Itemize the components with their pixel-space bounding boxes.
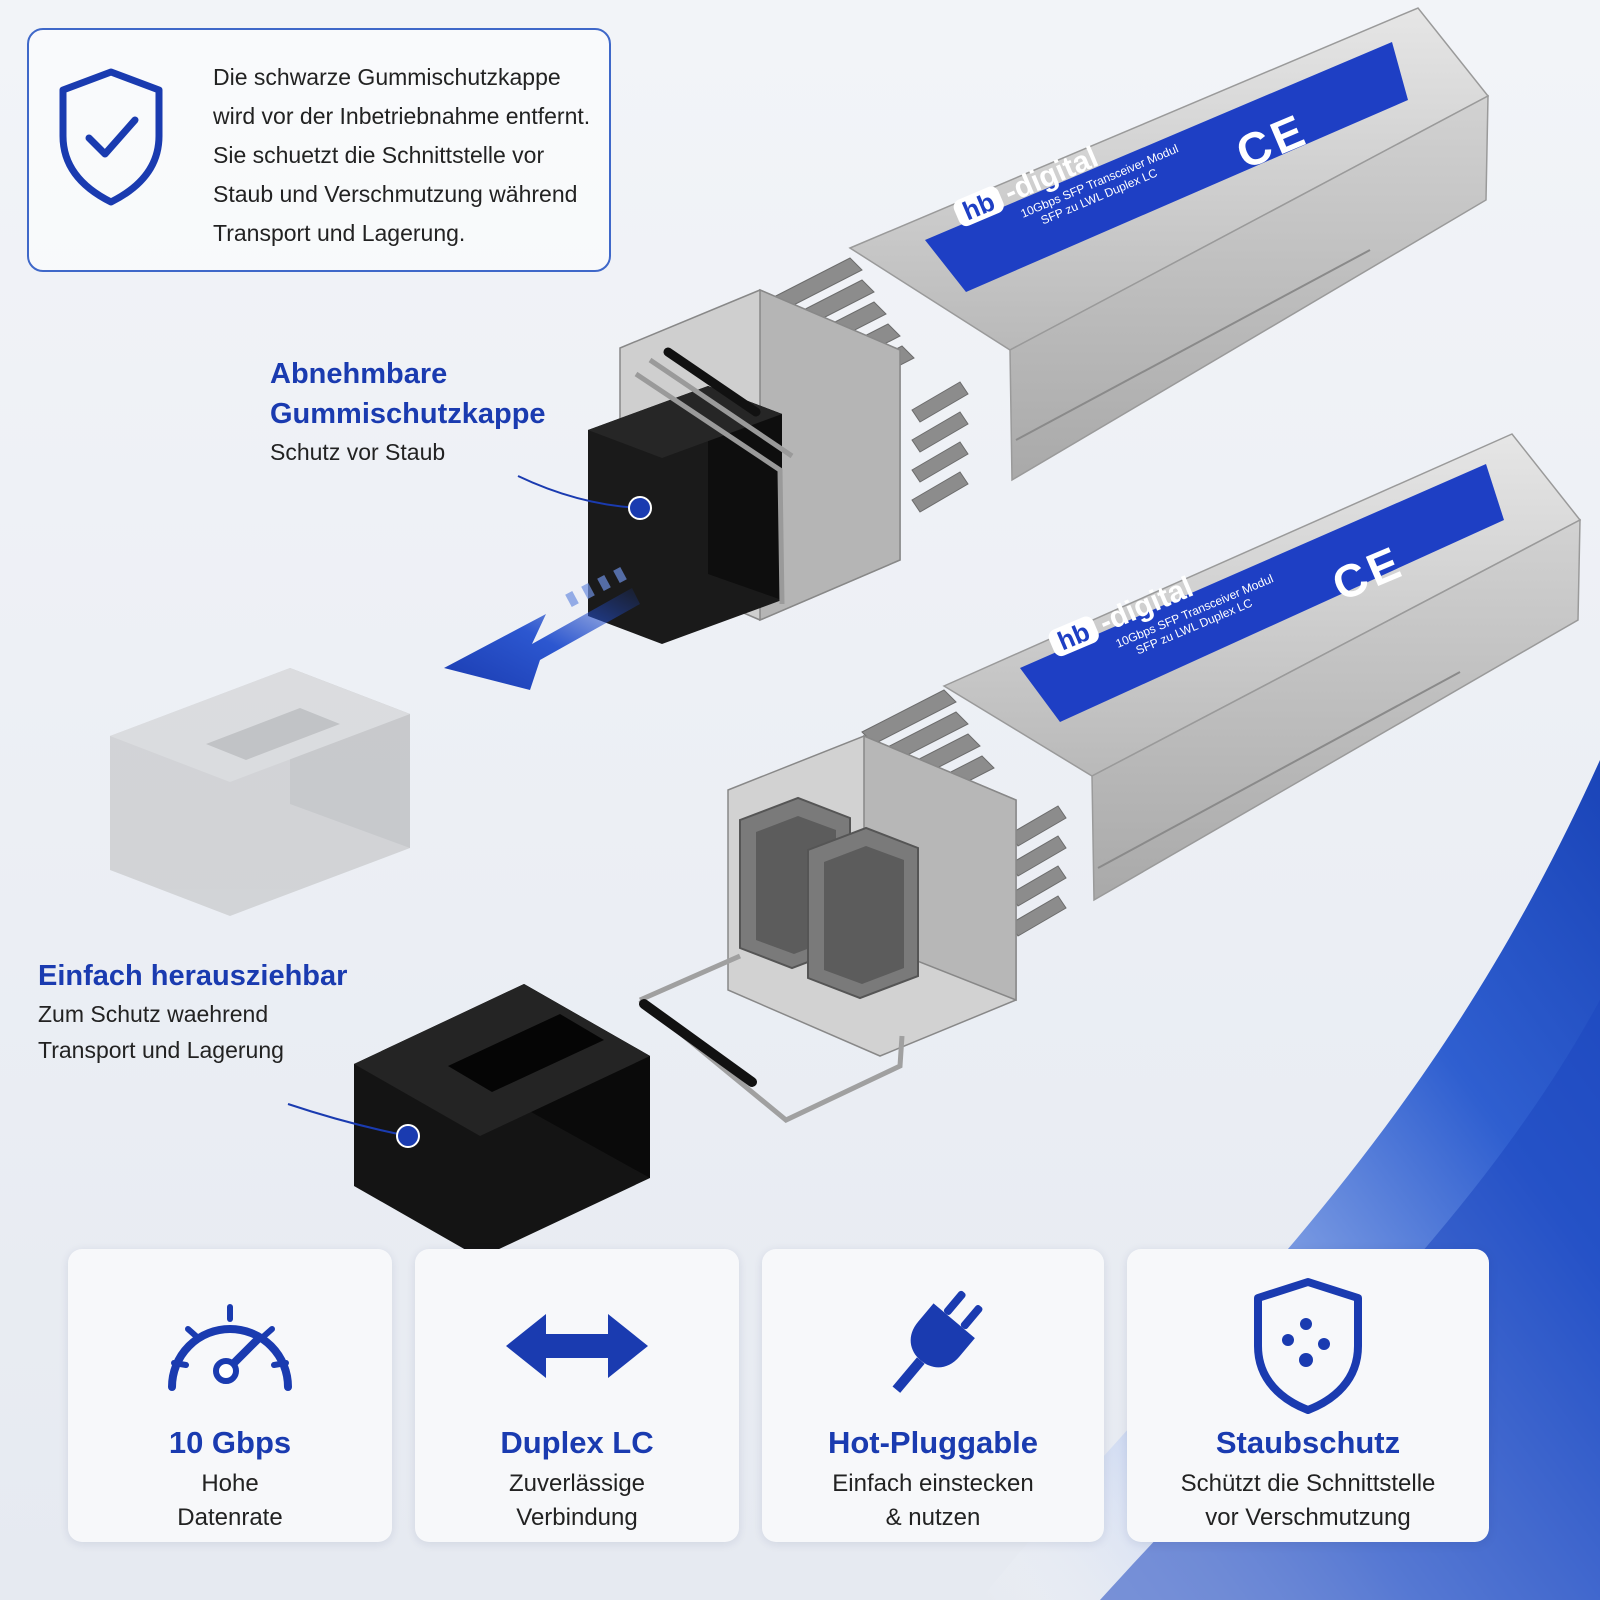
feature-line: Zuverlässige: [508, 1470, 646, 1497]
info-line: wird vor der Inbetriebnahme entfernt.: [213, 103, 591, 129]
feature-line: Schützt die Schnittstelle: [1180, 1470, 1436, 1497]
callout-subtitle: Schutz vor Staub: [270, 439, 446, 465]
callout-easy-pull: Einfach herausziehbar Zum Schutz waehren…: [38, 956, 347, 1068]
info-text: Die schwarze Gummischutzkappe wird vor d…: [213, 58, 605, 253]
callout-title: Abnehmbare: [270, 358, 448, 390]
feature-card-duplex: Duplex LC Zuverlässige Verbindung: [415, 1249, 739, 1542]
info-line: Transport und Lagerung.: [213, 220, 466, 246]
double-arrow-icon: [506, 1314, 648, 1378]
feature-line: Hohe: [201, 1470, 259, 1497]
info-line: Die schwarze Gummischutzkappe: [213, 64, 561, 90]
feature-title: Duplex LC: [500, 1425, 654, 1460]
callout-removable-cap: Abnehmbare Gummischutzkappe Schutz vor S…: [270, 354, 546, 470]
feature-title: Hot-Pluggable: [827, 1425, 1039, 1460]
feature-title: 10 Gbps: [168, 1425, 292, 1460]
shield-check-icon: [59, 68, 163, 206]
feature-card-hotplug: Hot-Pluggable Einfach einstecken & nutze…: [762, 1249, 1104, 1542]
feature-line: & nutzen: [885, 1504, 981, 1531]
callout-line: Zum Schutz waehrend: [38, 1001, 269, 1027]
ghost-cap: [110, 668, 410, 916]
sfp-module-open: [638, 433, 1582, 1123]
feature-line: Datenrate: [177, 1504, 283, 1531]
speedometer-icon: [168, 1304, 292, 1391]
feature-line: vor Verschmutzung: [1205, 1504, 1411, 1531]
feature-title: Staubschutz: [1215, 1425, 1401, 1460]
feature-line: Einfach einstecken: [832, 1470, 1034, 1497]
callout-title: Einfach herausziehbar: [38, 960, 348, 992]
black-dust-cap: [287, 984, 650, 1258]
info-line: Sie schuetzt die Schnittstelle vor: [213, 142, 545, 168]
feature-card-dust: Staubschutz Schützt die Schnittstelle vo…: [1127, 1249, 1489, 1542]
info-box: Die schwarze Gummischutzkappe wird vor d…: [27, 28, 611, 272]
feature-line: Verbindung: [516, 1504, 638, 1531]
callout-title: Gummischutzkappe: [270, 398, 546, 430]
info-line: Staub und Verschmutzung während: [213, 181, 578, 207]
shield-dust-icon: [1254, 1278, 1362, 1414]
feature-card-speed: 10 Gbps Hohe Datenrate: [68, 1249, 392, 1542]
pull-out-arrow: [444, 566, 640, 690]
plug-icon: [892, 1290, 983, 1393]
sfp-module-with-cap: [517, 7, 1490, 644]
callout-line: Transport und Lagerung: [38, 1037, 284, 1063]
